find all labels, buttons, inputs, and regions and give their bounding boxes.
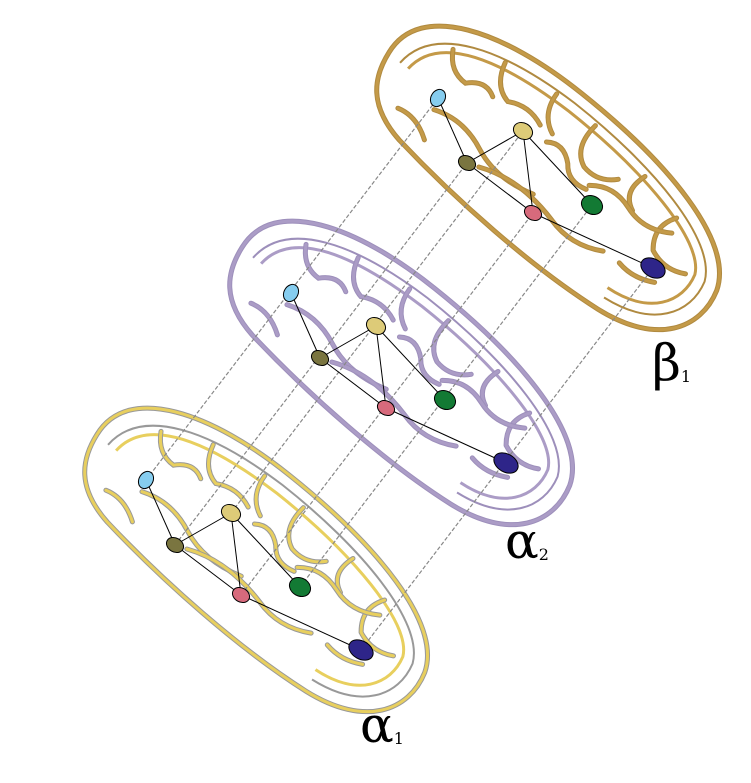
node-light-blue <box>282 283 300 303</box>
brain-shape-inner <box>228 219 574 527</box>
edge-khaki-pink <box>375 325 387 409</box>
brain-cortex-line <box>399 42 707 316</box>
brain-sulcus <box>450 47 495 99</box>
brain-outline <box>374 23 722 333</box>
label-subscript: 1 <box>680 367 692 386</box>
brain-sulcus <box>617 261 657 284</box>
edge-khaki-pink <box>522 130 534 214</box>
brain-sulcus <box>104 488 134 524</box>
node-green <box>580 194 604 216</box>
edge-olive-khaki <box>466 130 524 164</box>
node-pink <box>376 399 396 417</box>
label-symbol: α <box>360 696 394 754</box>
node-olive <box>457 154 477 172</box>
brain-shape-inner <box>83 406 429 714</box>
node-khaki <box>220 503 242 523</box>
edge-olive-pink <box>174 544 242 596</box>
label-subscript: 2 <box>538 545 549 564</box>
node-navy <box>348 639 374 661</box>
edge-olive-pink <box>466 162 534 214</box>
label-beta-1: β1 <box>652 338 691 388</box>
edge-light-blue-olive <box>437 97 468 164</box>
brain-sulcus <box>499 61 542 127</box>
network-layer-1 <box>429 88 666 279</box>
edge-pink-navy <box>532 212 654 269</box>
network-layer-3 <box>137 470 374 661</box>
brain-sulcus <box>303 242 348 294</box>
edge-light-blue-olive <box>145 479 176 546</box>
node-light-blue <box>137 470 155 490</box>
brain-sulcus <box>287 506 328 564</box>
brain-sulcus <box>185 547 313 635</box>
node-olive <box>310 349 330 367</box>
brain-sulcus <box>254 474 267 518</box>
brain-sulcus <box>207 443 250 509</box>
edge-olive-khaki <box>319 325 377 359</box>
brain-sulcus <box>396 106 426 142</box>
brain-sulcus <box>470 456 510 479</box>
node-pink <box>231 586 251 604</box>
node-navy <box>493 452 519 474</box>
edge-light-blue-olive <box>290 292 321 359</box>
brain-sulcus <box>295 565 382 617</box>
edge-olive-khaki <box>174 512 232 546</box>
node-khaki <box>512 121 534 141</box>
label-subscript: 1 <box>393 729 404 748</box>
brain-sulcus <box>399 287 412 331</box>
brain-sulcus <box>440 378 527 430</box>
brain-sulcus <box>359 598 395 658</box>
brain-outline <box>82 405 430 715</box>
brain-sulcus <box>252 522 296 573</box>
brain-sulcus <box>397 335 441 386</box>
brain-layer-3 <box>82 405 430 715</box>
brain-sulcus <box>544 140 588 191</box>
brain-cortex-line <box>252 237 560 511</box>
node-khaki <box>365 316 387 336</box>
edge-khaki-green <box>230 512 301 588</box>
edge-khaki-pink <box>230 512 242 596</box>
brain-sulcus <box>249 301 279 337</box>
edge-pink-navy <box>385 407 507 464</box>
label-alpha-1: α1 <box>360 700 404 750</box>
edge-khaki-green <box>375 325 446 401</box>
node-pink <box>523 204 543 222</box>
brain-sulcus <box>330 360 458 448</box>
brain-sulcus <box>325 643 365 666</box>
brain-sulcus <box>651 216 687 276</box>
brain-cortex-line <box>107 424 415 698</box>
brain-shape-inner <box>375 24 721 332</box>
label-alpha-2: α2 <box>505 516 549 566</box>
brain-sulcus <box>432 319 473 377</box>
brain-sulcus <box>158 429 203 481</box>
brain-layer-1 <box>374 23 722 333</box>
label-symbol: β <box>652 334 681 392</box>
brain-sulcus <box>477 165 605 253</box>
node-navy <box>640 257 666 279</box>
node-light-blue <box>429 88 447 108</box>
edge-pink-navy <box>240 594 362 651</box>
node-green <box>288 576 312 598</box>
network-layer-2 <box>282 283 519 474</box>
edge-olive-pink <box>319 357 387 409</box>
node-green <box>433 389 457 411</box>
brain-sulcus <box>587 183 674 235</box>
node-olive <box>165 536 185 554</box>
brain-sulcus <box>579 124 620 182</box>
brain-sulcus <box>546 92 559 136</box>
edge-khaki-green <box>522 130 593 206</box>
brain-sulcus <box>504 411 540 471</box>
label-symbol: α <box>505 512 539 570</box>
